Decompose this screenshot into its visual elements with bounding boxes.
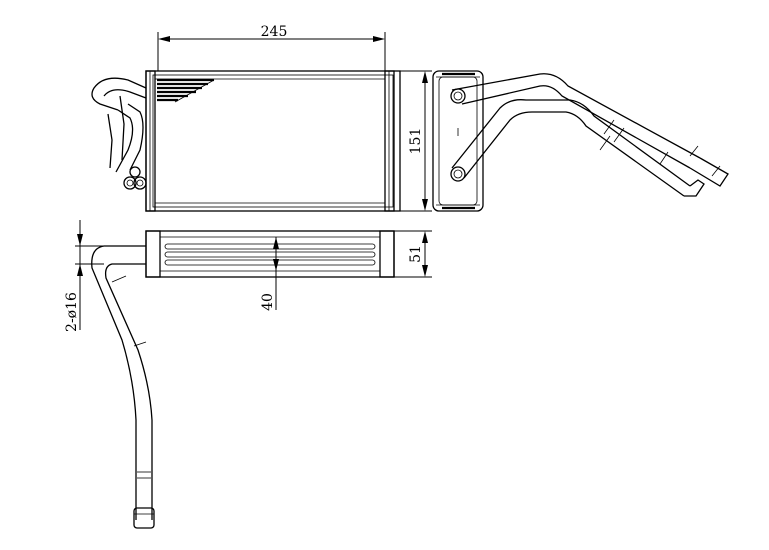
front-view: 245 [91,24,401,212]
fin-hatching [157,78,215,103]
side-pipes [450,73,729,197]
top-view: 51 40 2-ø16 [64,220,432,529]
pipe-diameter-label: 2-ø16 [64,292,80,332]
side-view: 151 [394,70,729,212]
depth-dimension-label: 51 [408,245,424,263]
height-dimension-label: 151 [408,128,424,155]
core-dimension-label: 40 [260,293,276,311]
width-dimension-label: 245 [261,24,288,40]
left-pipes [91,77,147,190]
outlet-pipe [91,245,155,529]
